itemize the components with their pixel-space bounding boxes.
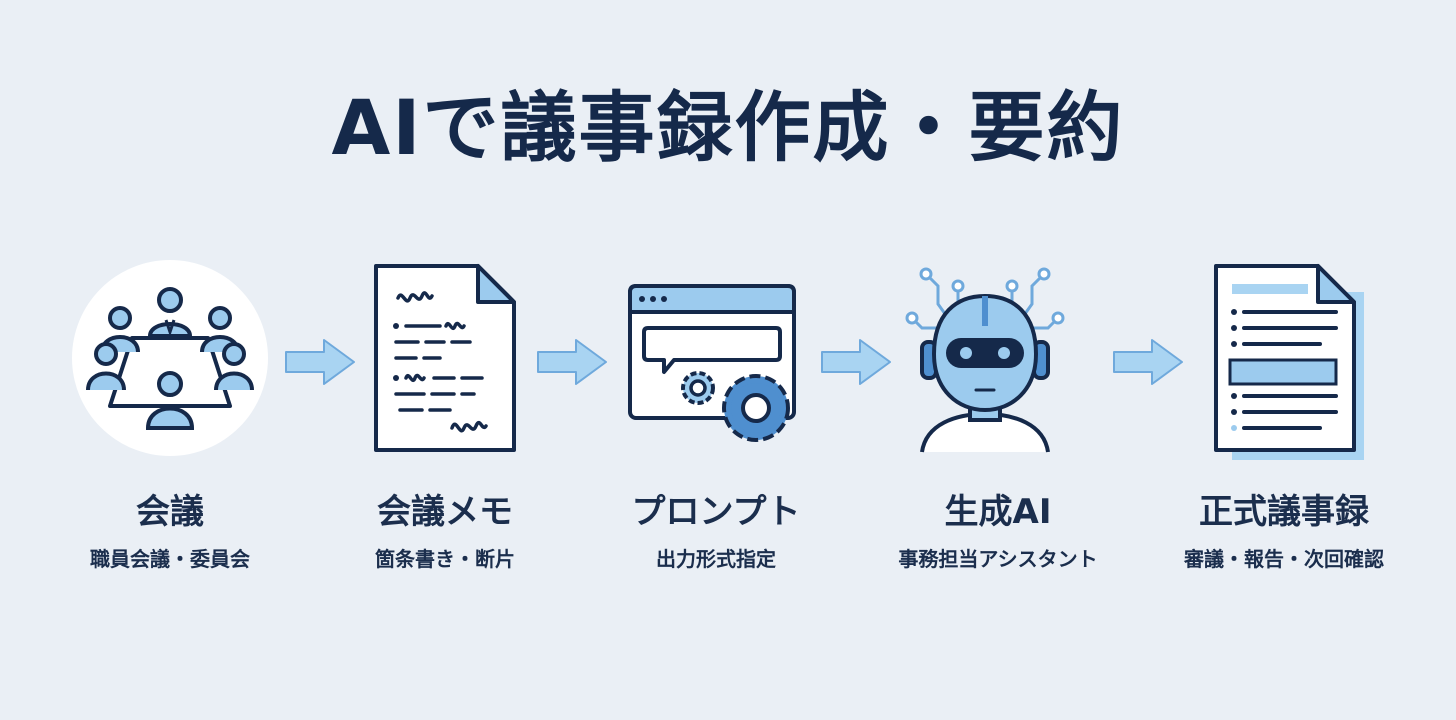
flow-arrow [1113, 339, 1183, 385]
flow-arrow [285, 339, 355, 385]
flow-arrow [821, 339, 891, 385]
formal-document-icon [1214, 264, 1364, 460]
flow-arrow [537, 339, 607, 385]
step-sub-ai: 事務担当アシスタント [898, 547, 1098, 571]
page-title: AIで議事録作成・要約 [331, 83, 1125, 172]
step-sub-minutes: 審議・報告・次回確認 [1184, 547, 1384, 571]
step-label-notes: 会議メモ [377, 492, 513, 532]
robot-icon [905, 267, 1065, 453]
meeting-icon [72, 260, 268, 456]
notes-document-icon [374, 264, 516, 452]
step-label-prompt: プロンプト [631, 492, 801, 532]
step-label-ai: 生成AI [944, 492, 1052, 532]
step-label-minutes: 正式議事録 [1199, 492, 1369, 532]
step-label-meeting: 会議 [136, 492, 204, 532]
step-sub-notes: 箇条書き・断片 [375, 547, 515, 571]
prompt-window-gear-icon [628, 284, 796, 442]
step-sub-prompt: 出力形式指定 [656, 547, 776, 571]
step-sub-meeting: 職員会議・委員会 [90, 547, 250, 571]
